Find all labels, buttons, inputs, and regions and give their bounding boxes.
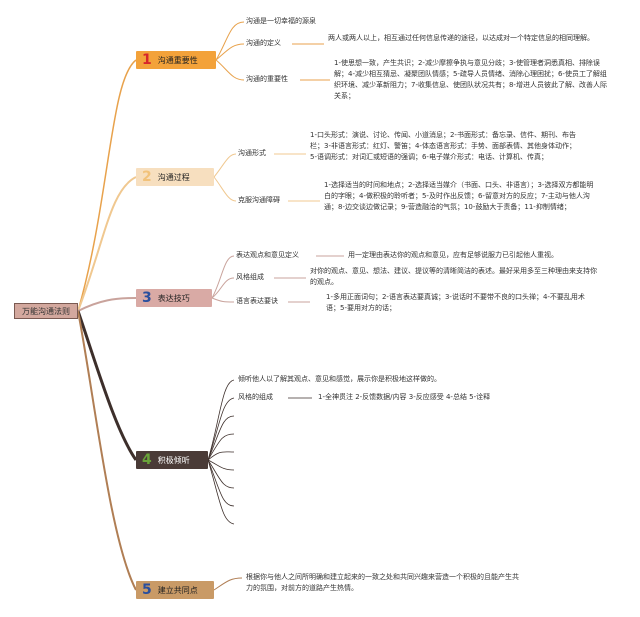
leaf-detail: 根据你与他人之间所明确和建立起来的一致之处和共同兴趣来营造一个积极的且能产生共力… <box>246 573 519 592</box>
branch-label: 表达技巧 <box>157 293 190 303</box>
leaf-node: 风格的组成 <box>238 393 273 401</box>
branch-node-4: 4 积极倾听 <box>136 451 208 469</box>
branch-number: 1 <box>142 52 152 68</box>
branch-label: 积极倾听 <box>157 455 190 465</box>
leaf-node: 倾听他人以了解其观点、意见和感觉，展示你是积极地这样做的。 <box>238 375 441 383</box>
branch-node-1: 1 沟通重要性 <box>136 51 216 69</box>
leaf-detail: 对你的观点、意见、想法、建议、提议等的清晰简洁的表述。最好采用多至三种理由来支持… <box>310 267 597 286</box>
leaf-node: 沟通的重要性 <box>246 75 288 83</box>
leaf-detail: 用一定理由表达你的观点和意见，应有足够说服力已引起他人重视。 <box>348 251 558 259</box>
leaf-node: 风格组成 <box>236 273 264 281</box>
root-label: 万能沟通法则 <box>22 306 70 316</box>
branch-number: 2 <box>142 169 152 185</box>
branch-number: 5 <box>142 582 152 598</box>
branch-node-2: 2 沟通过程 <box>136 168 214 186</box>
branch-number: 3 <box>142 290 152 306</box>
branch-node-3: 3 表达技巧 <box>136 289 212 307</box>
branch-node-5: 5 建立共同点 <box>136 581 214 599</box>
leaf-node: 表达观点和意见定义 <box>236 251 299 259</box>
leaf-detail: 1-全神贯注 2-反馈数据/内容 3-反应感受 4-总结 5-诠释 <box>318 393 491 401</box>
leaf-node: 克服沟通障碍 <box>238 196 280 204</box>
leaf-detail: 1-多用正面词句；2-语言表达要真诚；3-说话时不要带不良的口头禅；4-不要乱用… <box>326 293 585 312</box>
leaf-detail: 1-选择适当的时间和地点；2-选择适当媒介（书面、口头、非语言）；3-选择双方都… <box>324 181 594 211</box>
leaf-detail: 1-使思想一致，产生共识；2-减少摩擦争执与意见分歧；3-使管理者洞悉真相、排除… <box>334 59 607 100</box>
branch-label: 沟通过程 <box>157 172 190 182</box>
branch-label: 建立共同点 <box>157 585 198 595</box>
leaf-node: 沟通的定义 <box>246 39 281 47</box>
leaf-detail: 1-口头形式：演说、讨论、传闻、小道消息；2-书面形式：备忘录、信件、期刊、布告… <box>310 131 576 161</box>
leaf-node: 沟通是一切幸福的源泉 <box>246 17 316 25</box>
leaf-node: 沟通形式 <box>238 149 266 157</box>
branch-number: 4 <box>142 452 152 468</box>
leaf-node: 语言表达要诀 <box>236 297 278 305</box>
branch-label: 沟通重要性 <box>157 55 198 65</box>
leaf-detail: 两人或两人以上，相互通过任何信息传递的途径，以达成对一个特定信息的相同理解。 <box>328 34 594 42</box>
root-node: 万能沟通法则 <box>14 303 78 319</box>
